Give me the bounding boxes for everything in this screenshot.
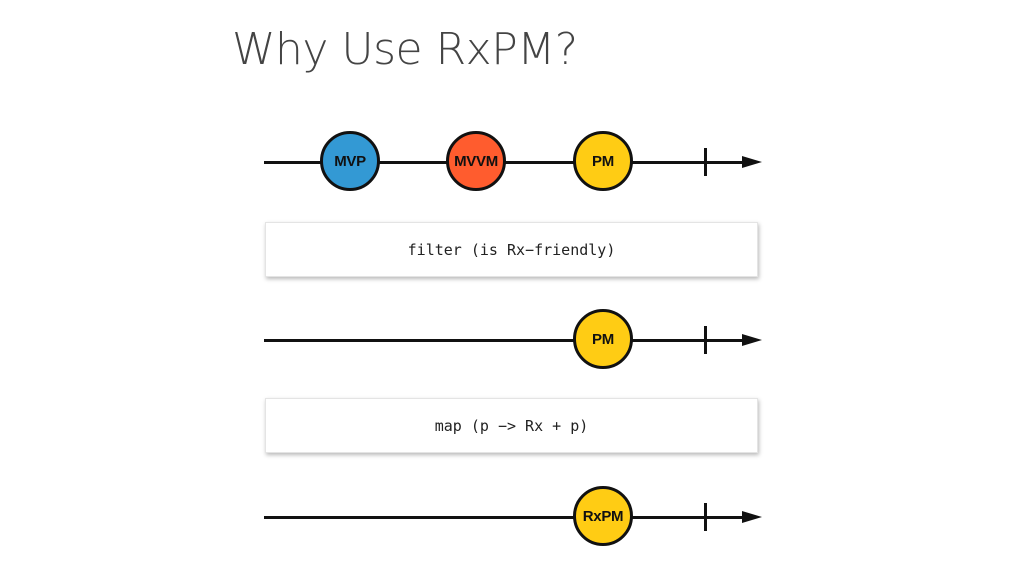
arrow-right-icon (742, 156, 762, 168)
filtered-stream: PM (0, 301, 1024, 381)
timeline (264, 161, 750, 164)
marble-pm: PM (573, 309, 633, 369)
map-operator-box: map (p −> Rx + p) (265, 398, 758, 453)
arrow-right-icon (742, 511, 762, 523)
arrow-right-icon (742, 334, 762, 346)
timeline (264, 339, 750, 342)
marble-mvvm: MVVM (446, 131, 506, 191)
slide-title: Why Use RxPM? (232, 24, 578, 75)
marble-rxpm: RxPM (573, 486, 633, 546)
timeline (264, 516, 750, 519)
completion-marker (704, 326, 707, 354)
mapped-stream: RxPM (0, 478, 1024, 558)
completion-marker (704, 503, 707, 531)
input-stream: MVP MVVM PM (0, 123, 1024, 203)
marble-pm: PM (573, 131, 633, 191)
marble-mvp: MVP (320, 131, 380, 191)
completion-marker (704, 148, 707, 176)
filter-operator-box: filter (is Rx−friendly) (265, 222, 758, 277)
